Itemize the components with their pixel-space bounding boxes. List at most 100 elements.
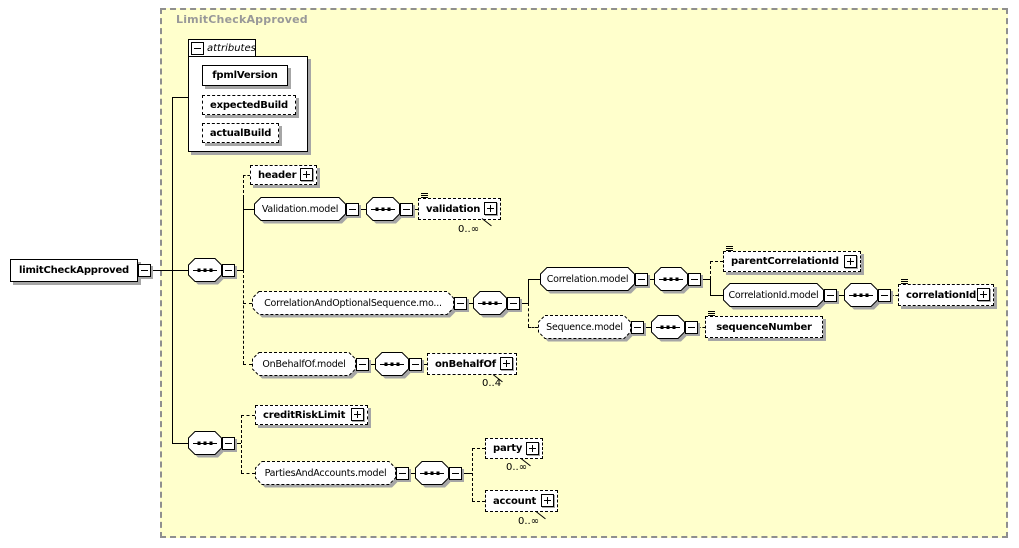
connector-line [359, 209, 366, 210]
collapse-icon[interactable] [688, 273, 701, 286]
collapse-icon[interactable] [396, 467, 409, 480]
group-label: PartiesAndAccounts.model [264, 467, 387, 479]
connector-line [235, 270, 243, 271]
connector-line [462, 473, 472, 474]
element-label: party [493, 443, 523, 454]
expand-icon[interactable] [541, 494, 554, 507]
group-correlation-model[interactable]: Correlation.model [540, 267, 638, 294]
connector-line [710, 279, 711, 295]
connector-line [710, 295, 723, 296]
element-validation[interactable]: validation [418, 193, 502, 221]
attribute-expectedBuild[interactable]: expectedBuild [202, 95, 296, 115]
collapse-icon[interactable] [635, 273, 648, 286]
expand-icon[interactable] [500, 357, 513, 370]
connector-line [528, 279, 529, 303]
element-parentCorrelationId[interactable]: parentCorrelationId [723, 246, 861, 272]
connector-line [241, 473, 255, 474]
element-label: account [493, 495, 537, 507]
element-correlationId[interactable]: correlationId [898, 279, 994, 306]
collapse-icon[interactable] [409, 358, 422, 371]
sequence-compositor-icon[interactable] [188, 258, 225, 285]
sequence-compositor-icon[interactable] [473, 291, 510, 318]
group-partiesAndAccounts-model[interactable]: PartiesAndAccounts.model [255, 461, 399, 488]
sequence-compositor-icon[interactable] [651, 315, 688, 342]
connector-line [710, 261, 711, 279]
element-content-icon [901, 279, 908, 280]
occurs-label: 0..∞ [458, 224, 480, 235]
collapse-icon[interactable] [138, 264, 151, 277]
element-account[interactable]: account [485, 490, 559, 513]
connector-line [422, 364, 427, 365]
connector-line [891, 295, 898, 296]
sequence-compositor-icon[interactable] [415, 461, 452, 488]
collapse-icon[interactable] [222, 437, 235, 450]
collapse-icon[interactable] [191, 42, 204, 55]
collapse-icon[interactable] [449, 467, 462, 480]
attribute-fpmlVersion[interactable]: fpmlVersion [202, 65, 288, 86]
connector-line [528, 303, 529, 327]
connector-line [172, 443, 188, 444]
element-creditRiskLimit[interactable]: creditRiskLimit [255, 405, 368, 425]
element-limitCheckApproved[interactable]: limitCheckApproved [10, 259, 138, 282]
collapse-icon[interactable] [507, 297, 520, 310]
expand-icon[interactable] [351, 408, 364, 421]
element-content-icon [421, 193, 428, 194]
group-label: Sequence.model [546, 321, 623, 333]
connector-line [243, 270, 244, 364]
group-sequence-model[interactable]: Sequence.model [538, 315, 634, 342]
collapse-icon[interactable] [824, 289, 837, 302]
expand-icon[interactable] [300, 168, 313, 181]
element-content-icon [708, 311, 715, 312]
collapse-icon[interactable] [631, 321, 644, 334]
sequence-compositor-icon[interactable] [188, 431, 225, 458]
sequence-compositor-icon[interactable] [654, 267, 691, 294]
collapse-icon[interactable] [878, 289, 891, 302]
element-header[interactable]: header [250, 165, 317, 185]
group-label: OnBehalfOf.model [262, 358, 346, 370]
attributes-tab[interactable]: attributes [188, 39, 256, 57]
connector-line [172, 97, 173, 443]
element-label: onBehalfOf [435, 358, 496, 370]
occurs-label: 0..∞ [506, 462, 528, 473]
expand-icon[interactable] [484, 202, 497, 215]
sequence-compositor-icon[interactable] [844, 283, 881, 310]
connector-line [472, 448, 485, 449]
collapse-icon[interactable] [400, 203, 413, 216]
connector-line [369, 364, 375, 365]
connector-line [235, 443, 241, 444]
connector-line [467, 303, 473, 304]
element-onBehalfOf[interactable]: onBehalfOf [427, 353, 518, 376]
connector-line [241, 415, 242, 473]
group-onBehalfOf-model[interactable]: OnBehalfOf.model [252, 352, 359, 379]
group-correlationAndOptionalSequence-model[interactable]: CorrelationAndOptionalSequence.mo... [252, 291, 457, 318]
element-content-icon [726, 246, 733, 247]
expand-icon[interactable] [526, 441, 539, 455]
connector-line [710, 261, 723, 262]
connector-line [520, 303, 528, 304]
connector-line [243, 198, 244, 270]
collapse-icon[interactable] [454, 297, 467, 310]
collapse-icon[interactable] [222, 264, 235, 277]
element-party[interactable]: party [485, 438, 544, 460]
connector-line [409, 473, 415, 474]
collapse-icon[interactable] [346, 203, 359, 216]
group-validation-model[interactable]: Validation.model [254, 197, 349, 224]
collapse-icon[interactable] [356, 358, 369, 371]
expand-icon[interactable] [844, 254, 857, 268]
group-correlationId-model[interactable]: CorrelationId.model [723, 283, 827, 310]
group-label: Correlation.model [546, 273, 629, 285]
element-label: creditRiskLimit [263, 409, 346, 421]
sequence-compositor-icon[interactable] [366, 197, 403, 224]
element-sequenceNumber[interactable]: sequenceNumber [705, 311, 823, 338]
attribute-label: actualBuild [209, 127, 272, 139]
attribute-actualBuild[interactable]: actualBuild [202, 123, 279, 143]
attribute-label: expectedBuild [210, 99, 288, 111]
element-label: validation [426, 203, 481, 215]
sequence-compositor-icon[interactable] [375, 352, 412, 379]
connector-line [241, 415, 255, 416]
connector-line [243, 175, 244, 198]
schema-frame-title: LimitCheckApproved [176, 13, 308, 26]
expand-icon[interactable] [977, 288, 990, 301]
collapse-icon[interactable] [685, 321, 698, 334]
